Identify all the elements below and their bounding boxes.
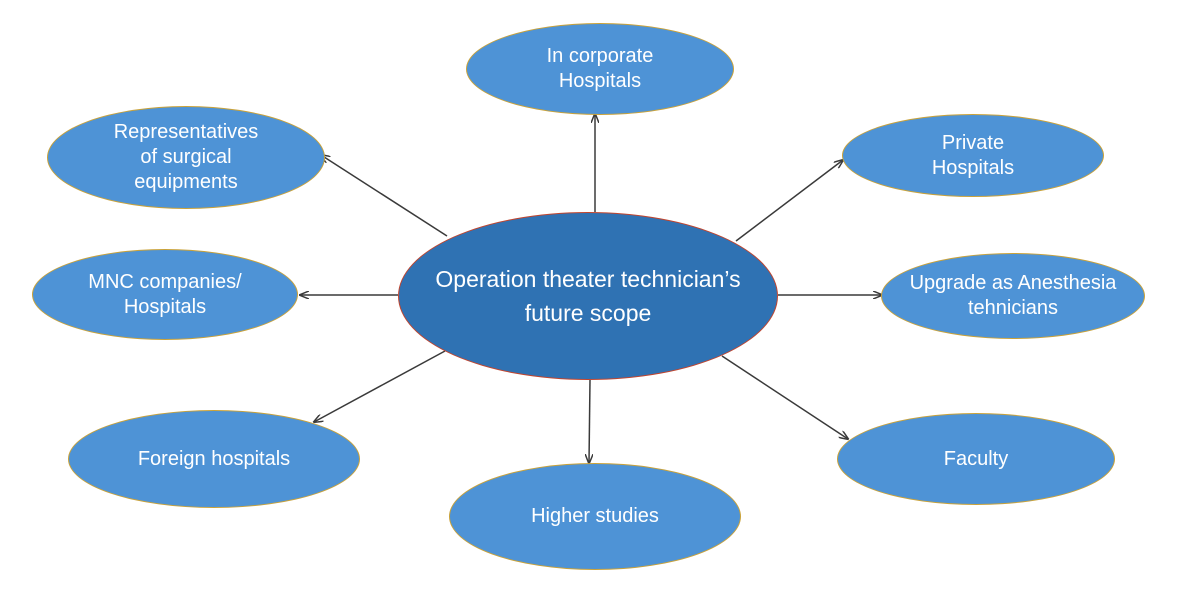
arrow-to-higher-studies [589,379,590,463]
center-node: Operation theater technician’s future sc… [398,212,778,380]
node-label: Faculty [943,447,1009,470]
node-foreign-hospitals: Foreign hospitals [68,410,360,508]
node-label: Representatives of surgical equipments [113,121,259,193]
node-label: MNC companies/ Hospitals [88,270,242,318]
arrow-to-faculty [721,355,848,439]
node-label: Higher studies [531,505,659,527]
node-in-corporate-hospitals: In corporate Hospitals [466,23,734,115]
center-node-label: Operation theater technician’s future sc… [435,266,741,326]
arrow-to-private-hospitals [735,160,843,242]
node-faculty: Faculty [837,413,1115,505]
node-label: Upgrade as Anesthesia tehnicians [909,272,1117,319]
node-anesthesia-technicians: Upgrade as Anesthesia tehnicians [881,253,1145,339]
node-label: Foreign hospitals [137,447,291,470]
node-higher-studies: Higher studies [449,463,741,570]
node-private-hospitals: Private Hospitals [842,114,1104,197]
node-label: Private Hospitals [931,131,1015,179]
node-label: In corporate Hospitals [546,45,654,92]
node-surgical-representatives: Representatives of surgical equipments [47,106,325,209]
arrow-to-surgical-representatives [321,155,448,237]
arrow-to-foreign-hospitals [314,350,446,422]
node-mnc-companies: MNC companies/ Hospitals [32,249,298,340]
